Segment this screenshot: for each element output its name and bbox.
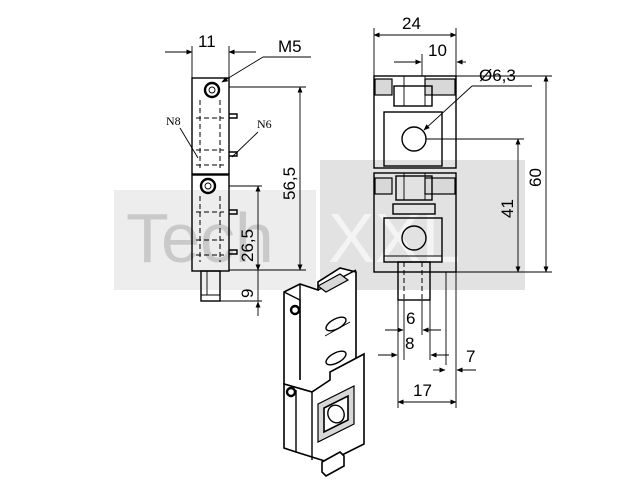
side-tab-2 xyxy=(229,151,238,157)
front-top-slot-right xyxy=(424,78,456,96)
front-view: 24 10 Ø6,3 60 41 6 8 xyxy=(373,14,552,408)
front-lower-hole xyxy=(401,225,427,251)
dim-9: 9 xyxy=(238,289,257,298)
screw-head-lower xyxy=(199,177,217,195)
side-tab-4 xyxy=(229,249,238,255)
screw-head-upper xyxy=(203,81,221,99)
dim-56-5: 56,5 xyxy=(280,167,299,200)
iso-screw-upper xyxy=(289,304,301,316)
dim-8: 8 xyxy=(405,334,414,353)
front-mid-slot-right xyxy=(424,177,456,195)
dim-41: 41 xyxy=(498,199,517,218)
dim-26-5: 26,5 xyxy=(238,229,257,262)
watermark-right-text: XXL xyxy=(328,199,460,277)
side-tab-3 xyxy=(229,209,238,215)
iso-pin xyxy=(321,451,345,477)
side-tab-1 xyxy=(229,113,238,119)
front-upper-block xyxy=(373,75,457,169)
watermark-right-box xyxy=(320,160,525,290)
dim-17: 17 xyxy=(413,381,432,400)
dim-6: 6 xyxy=(406,309,415,328)
front-mid-slot-left xyxy=(374,177,393,195)
front-top-slot-left xyxy=(374,78,393,96)
dim-7: 7 xyxy=(466,347,475,366)
iso-screw-lower xyxy=(285,386,297,398)
isometric-view xyxy=(283,267,365,477)
dim-60: 60 xyxy=(526,168,545,187)
side-pin xyxy=(200,270,221,302)
dim-diameter: Ø6,3 xyxy=(479,66,516,85)
front-pin xyxy=(397,261,431,301)
label-n6: N6 xyxy=(257,117,272,131)
side-upper-block xyxy=(191,77,230,175)
dim-24: 24 xyxy=(402,14,421,33)
side-view: 11 M5 N8 N6 56,5 26,5 9 xyxy=(165,32,311,316)
dim-m5: M5 xyxy=(278,37,302,56)
dim-11: 11 xyxy=(198,32,216,51)
dim-10: 10 xyxy=(428,41,447,60)
watermark: Tech XXL xyxy=(114,160,525,290)
front-lower-block xyxy=(373,172,457,273)
iso-slot-2 xyxy=(325,350,347,366)
label-n8: N8 xyxy=(166,114,181,128)
front-upper-hole xyxy=(401,126,427,152)
